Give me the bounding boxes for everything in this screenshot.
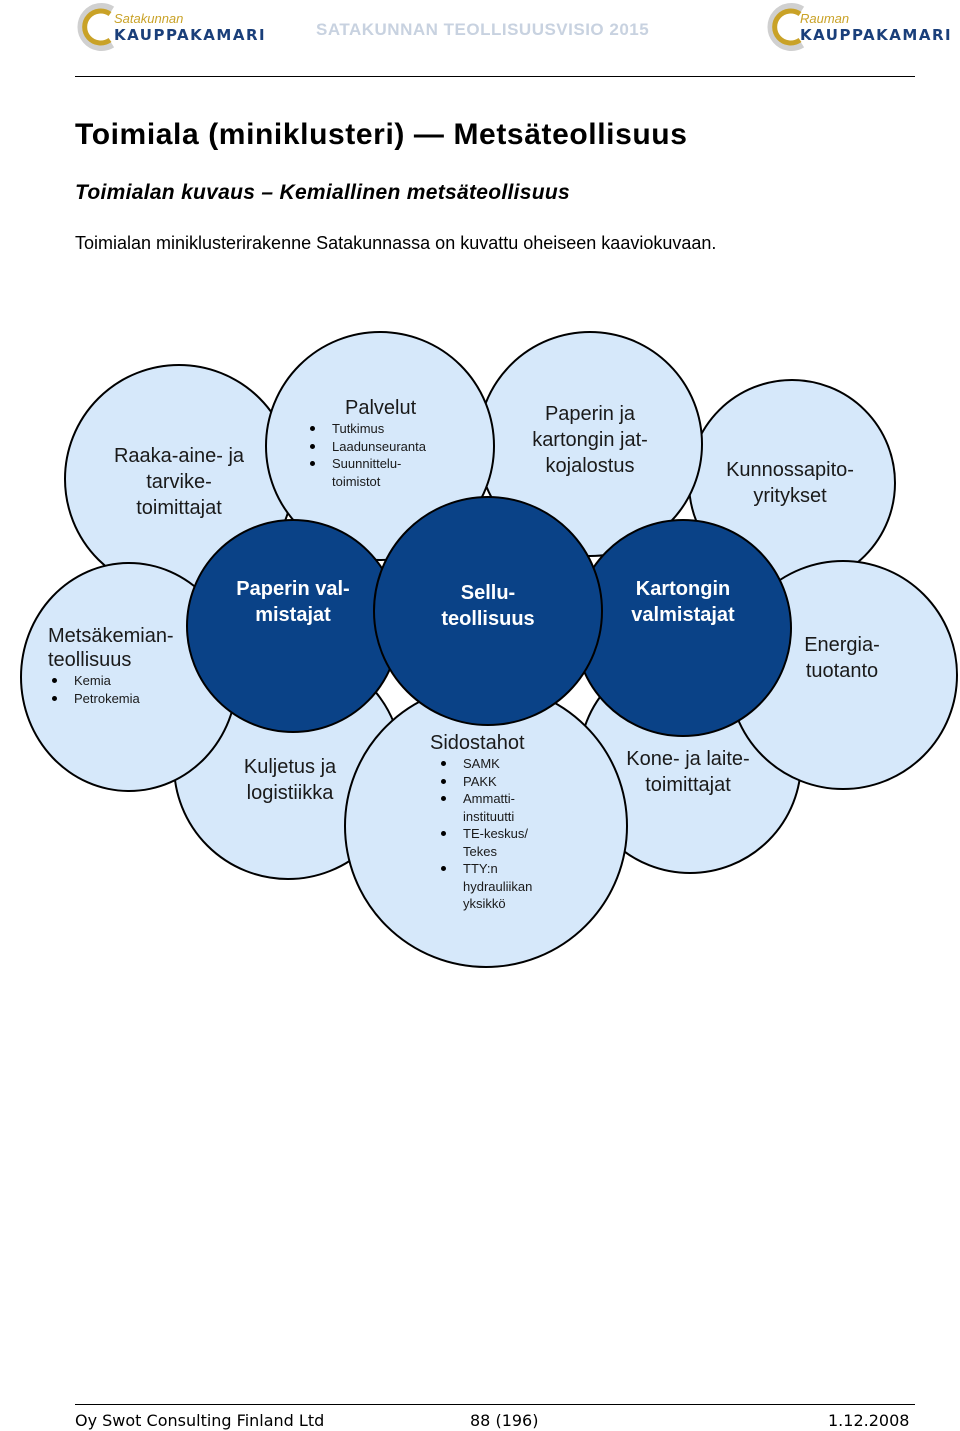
logo-satakunnan-kauppakamari: Satakunnan KAUPPAKAMARI bbox=[72, 2, 265, 52]
logo-swirl-icon bbox=[767, 3, 805, 51]
page-heading: Toimiala (miniklusteri) — Metsäteollisuu… bbox=[75, 118, 688, 151]
label-raaka: Raaka-aine- ja tarvike- toimittajat bbox=[113, 445, 245, 519]
logo-swirl-icon bbox=[77, 3, 115, 51]
block-sidostahot: Sidostahot SAMK PAKK Ammatti- instituutt… bbox=[411, 731, 581, 913]
footer-rule bbox=[75, 1404, 915, 1405]
intro-text: Toimialan miniklusterirakenne Satakunnas… bbox=[75, 233, 717, 253]
list-item: TTY:n hydrauliikan yksikkö bbox=[437, 860, 581, 913]
list-item: Suunnittelu- toimistot bbox=[306, 455, 476, 490]
footer-page-number: 88 (196) bbox=[470, 1411, 539, 1430]
palvelut-title: Palvelut bbox=[345, 397, 417, 419]
circle-paperin-valmistajat bbox=[186, 519, 400, 733]
palvelut-list: Tutkimus Laadunseuranta Suunnittelu- toi… bbox=[306, 420, 476, 490]
label-kuljetus: Kuljetus ja logistiikka bbox=[243, 756, 337, 804]
logo-left-line2: KAUPPAKAMARI bbox=[114, 26, 267, 44]
label-kone: Kone- ja laite- toimittajat bbox=[626, 748, 750, 796]
block-palvelut: Palvelut Tutkimus Laadunseuranta Suunnit… bbox=[306, 396, 476, 490]
logo-left-line1: Satakunnan bbox=[114, 11, 184, 26]
list-item: TE-keskus/ Tekes bbox=[437, 825, 581, 860]
sidostahot-title: Sidostahot bbox=[430, 732, 525, 754]
label-selluteollisuus: Sellu- teollisuus bbox=[441, 582, 535, 630]
label-kunnossapito: Kunnossapito- yritykset bbox=[726, 459, 854, 507]
logo-right-line1: Rauman bbox=[800, 11, 850, 26]
circle-selluteollisuus bbox=[373, 496, 603, 726]
sidostahot-list: SAMK PAKK Ammatti- instituutti TE-keskus… bbox=[437, 755, 581, 913]
label-kartongin-valmistajat: Kartongin valmistajat bbox=[631, 578, 735, 626]
list-item: Petrokemia bbox=[48, 690, 198, 708]
footer-company: Oy Swot Consulting Finland Ltd bbox=[75, 1411, 325, 1430]
metsakemia-list: Kemia Petrokemia bbox=[48, 672, 198, 707]
metsakemia-title: Metsäkemian- teollisuus bbox=[48, 625, 174, 671]
logo-rauman-kauppakamari: Rauman KAUPPAKAMARI bbox=[762, 2, 951, 52]
list-item: SAMK bbox=[437, 755, 581, 773]
label-energia: Energia- tuotanto bbox=[804, 634, 880, 682]
logo-right-line2: KAUPPAKAMARI bbox=[800, 26, 953, 44]
label-paperin-valmistajat: Paperin val- mistajat bbox=[236, 578, 350, 626]
page-subheading: Toimialan kuvaus – Kemiallinen metsäteol… bbox=[75, 181, 571, 204]
list-item: Laadunseuranta bbox=[306, 438, 476, 456]
header-rule bbox=[75, 76, 915, 77]
circle-sidostahot bbox=[344, 684, 628, 968]
list-item: Tutkimus bbox=[306, 420, 476, 438]
block-metsakemia: Metsäkemian- teollisuus Kemia Petrokemia bbox=[48, 624, 198, 707]
list-item: Ammatti- instituutti bbox=[437, 790, 581, 825]
circle-kartongin-valmistajat bbox=[574, 519, 792, 737]
header-title: SATAKUNNAN TEOLLISUUSVISIO 2015 bbox=[316, 20, 650, 39]
footer-date: 1.12.2008 bbox=[828, 1411, 910, 1430]
label-paperin-jalostus: Paperin ja kartongin jat- kojalostus bbox=[532, 403, 648, 477]
list-item: Kemia bbox=[48, 672, 198, 690]
list-item: PAKK bbox=[437, 773, 581, 791]
